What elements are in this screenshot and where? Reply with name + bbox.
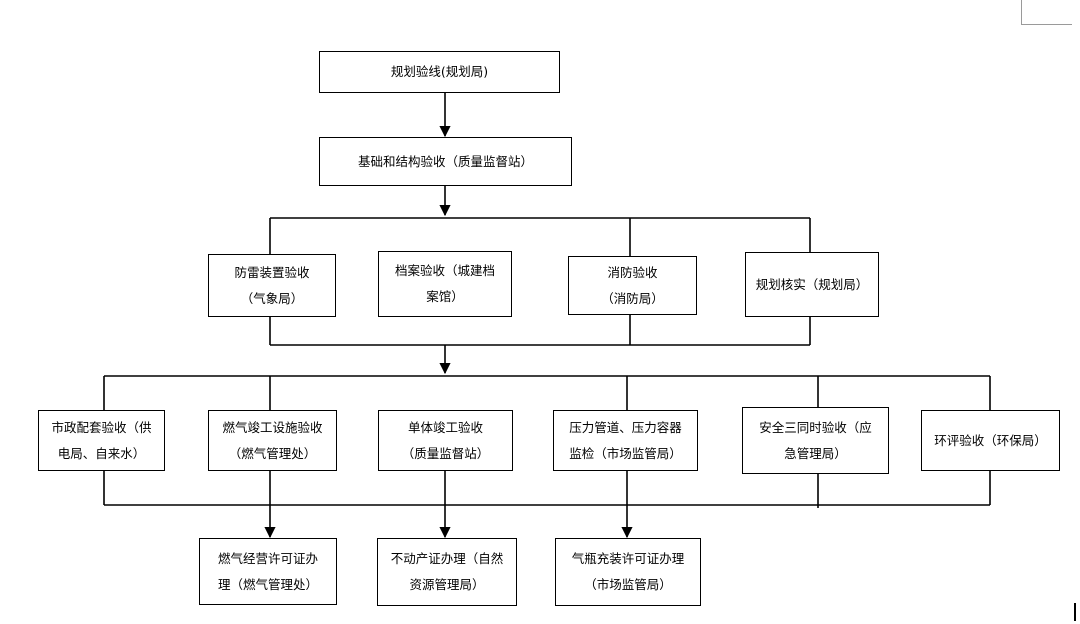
node-gas-operation-license: 燃气经营许可证办 理（燃气管理处） <box>199 538 337 605</box>
page-edge-mark <box>1074 603 1076 621</box>
node-safety-three-simultaneity: 安全三同时验收（应 急管理局） <box>742 407 889 474</box>
node-property-certificate: 不动产证办理（自然 资源管理局） <box>377 538 517 606</box>
node-planning-line: 规划验线(规划局) <box>319 51 560 93</box>
node-foundation-structure: 基础和结构验收（质量监督站） <box>319 137 572 186</box>
node-lightning-protection: 防雷装置验收 （气象局） <box>208 254 336 317</box>
node-single-building: 单体竣工验收 （质量监督站） <box>378 410 513 471</box>
page-corner-mark <box>1021 0 1072 25</box>
node-environment: 环评验收（环保局） <box>921 410 1060 471</box>
node-planning-verification: 规划核实（规划局） <box>745 252 879 317</box>
node-fire-protection: 消防验收 （消防局） <box>568 256 697 315</box>
node-gas-facility: 燃气竣工设施验收 （燃气管理处） <box>208 410 337 471</box>
node-pressure-vessel: 压力管道、压力容器 监检（市场监管局） <box>553 410 698 471</box>
node-cylinder-filling-license: 气瓶充装许可证办理 （市场监管局） <box>555 538 701 606</box>
node-municipal-facilities: 市政配套验收（供 电局、自来水） <box>38 410 165 471</box>
node-archives: 档案验收（城建档 案馆） <box>378 251 512 317</box>
